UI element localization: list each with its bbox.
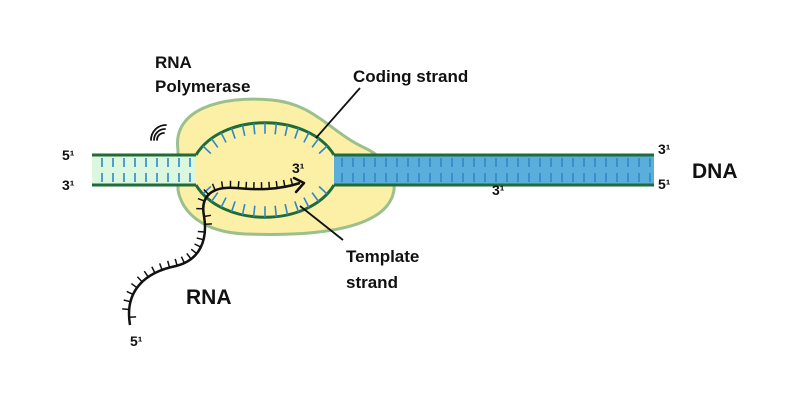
rna-base [197, 197, 205, 202]
dna-label: DNA [692, 160, 738, 183]
rna-base [166, 260, 171, 268]
rna-base [197, 230, 205, 233]
rna-base [143, 270, 149, 278]
base [202, 145, 212, 155]
rna-base [122, 308, 130, 311]
rna-base [130, 282, 138, 289]
rna-base [203, 188, 210, 196]
base [252, 205, 256, 217]
template-strand-label-line1: Template [346, 247, 419, 266]
rna-base [190, 248, 198, 255]
rna-base [196, 237, 204, 241]
template-strand-label-line2: strand [346, 273, 398, 292]
base [274, 205, 278, 217]
rna-base [158, 263, 163, 271]
right-top-3prime: 3¹ [658, 141, 671, 157]
base [220, 132, 227, 143]
rna-5prime-end: 5¹ [130, 333, 143, 349]
rna-base [186, 253, 192, 260]
rna-base [136, 276, 143, 283]
rna-base [237, 181, 240, 189]
rna-base [123, 299, 131, 303]
rna-base [180, 256, 186, 264]
rna-base [126, 290, 134, 296]
base [210, 138, 219, 148]
rna-base [290, 178, 294, 186]
left-base-pairs [101, 158, 191, 182]
rna-polymerase-label-line1: RNA [155, 53, 192, 72]
rna-base [174, 258, 178, 266]
base [294, 201, 300, 213]
rna-bases [122, 178, 294, 319]
base [318, 185, 328, 195]
rna-base [194, 243, 202, 248]
base [303, 132, 310, 143]
base [220, 197, 227, 208]
base [284, 124, 289, 137]
rna-base [220, 181, 224, 189]
template-strand-leader [299, 205, 344, 241]
base [202, 185, 212, 195]
base [274, 123, 278, 135]
base [252, 123, 256, 135]
rna-3prime-end: 3¹ [292, 160, 305, 176]
template-strand-bases [202, 185, 328, 218]
arrowhead-icon [292, 176, 306, 194]
base [284, 203, 289, 216]
base [241, 203, 246, 216]
coding-strand-leader [315, 87, 361, 139]
coding-strand-bases [202, 122, 328, 155]
base [241, 124, 246, 137]
right-dna-duplex [334, 155, 654, 185]
base [294, 127, 300, 139]
base [230, 201, 236, 213]
right-bottom-5prime: 5¹ [658, 176, 671, 192]
rna-base [203, 214, 212, 218]
rna-label: RNA [186, 286, 232, 309]
left-dna-duplex [92, 155, 196, 185]
rna-polymerase-label-line2: Polymerase [155, 77, 250, 96]
base [318, 145, 328, 155]
rna-base [151, 266, 156, 274]
rna-base [211, 183, 216, 191]
rna-base [282, 179, 286, 187]
right-base-pairs [341, 158, 651, 182]
left-top-5prime: 5¹ [62, 147, 75, 163]
left-bottom-3prime: 3¹ [62, 177, 75, 193]
base [311, 192, 320, 202]
template-mid-3prime: 3¹ [492, 182, 505, 198]
base [303, 197, 310, 208]
base [230, 127, 236, 139]
rna-base [275, 180, 278, 189]
base [311, 138, 320, 148]
motion-arcs-icon [150, 124, 167, 141]
coding-strand-label: Coding strand [353, 67, 468, 86]
base [210, 192, 219, 202]
